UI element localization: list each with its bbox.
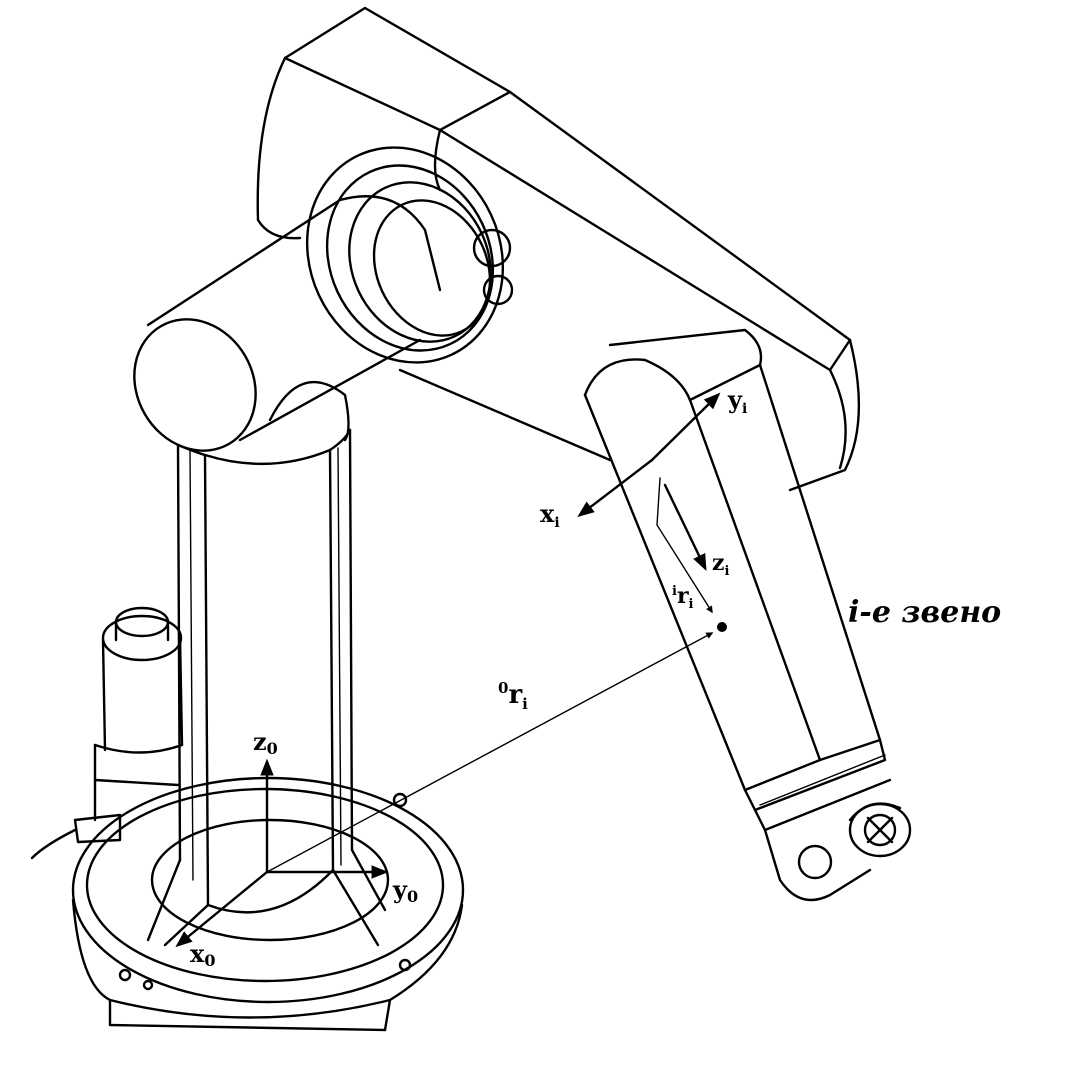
x0-axis bbox=[175, 870, 269, 948]
base-frame-axes bbox=[175, 758, 389, 948]
wrist-joint bbox=[763, 802, 912, 902]
vertical-column bbox=[146, 428, 387, 947]
local-position-vector bbox=[656, 477, 713, 614]
upper-arm-housing bbox=[256, 6, 861, 492]
link-caption: i-e звено bbox=[848, 595, 1001, 630]
center-of-mass-point bbox=[717, 622, 727, 632]
zi-axis bbox=[663, 483, 707, 572]
link-frame-axes bbox=[577, 392, 721, 614]
xi-axis bbox=[577, 458, 654, 518]
shoulder-joint bbox=[305, 146, 514, 364]
yi-axis bbox=[650, 392, 721, 462]
global-position-vector bbox=[266, 632, 714, 873]
global-position-label: 0ri bbox=[498, 679, 528, 713]
base-motor bbox=[30, 606, 184, 860]
base-plate bbox=[71, 776, 465, 1032]
zi-label: zi bbox=[712, 550, 730, 579]
shoulder-cylinder bbox=[133, 195, 442, 452]
z0-label: z0 bbox=[253, 727, 278, 758]
local-position-label: iri bbox=[672, 583, 694, 612]
x0-label: x0 bbox=[190, 939, 215, 970]
yi-label: yi bbox=[727, 385, 747, 417]
y0-label: y0 bbox=[392, 875, 418, 906]
xi-label: xi bbox=[540, 499, 560, 531]
